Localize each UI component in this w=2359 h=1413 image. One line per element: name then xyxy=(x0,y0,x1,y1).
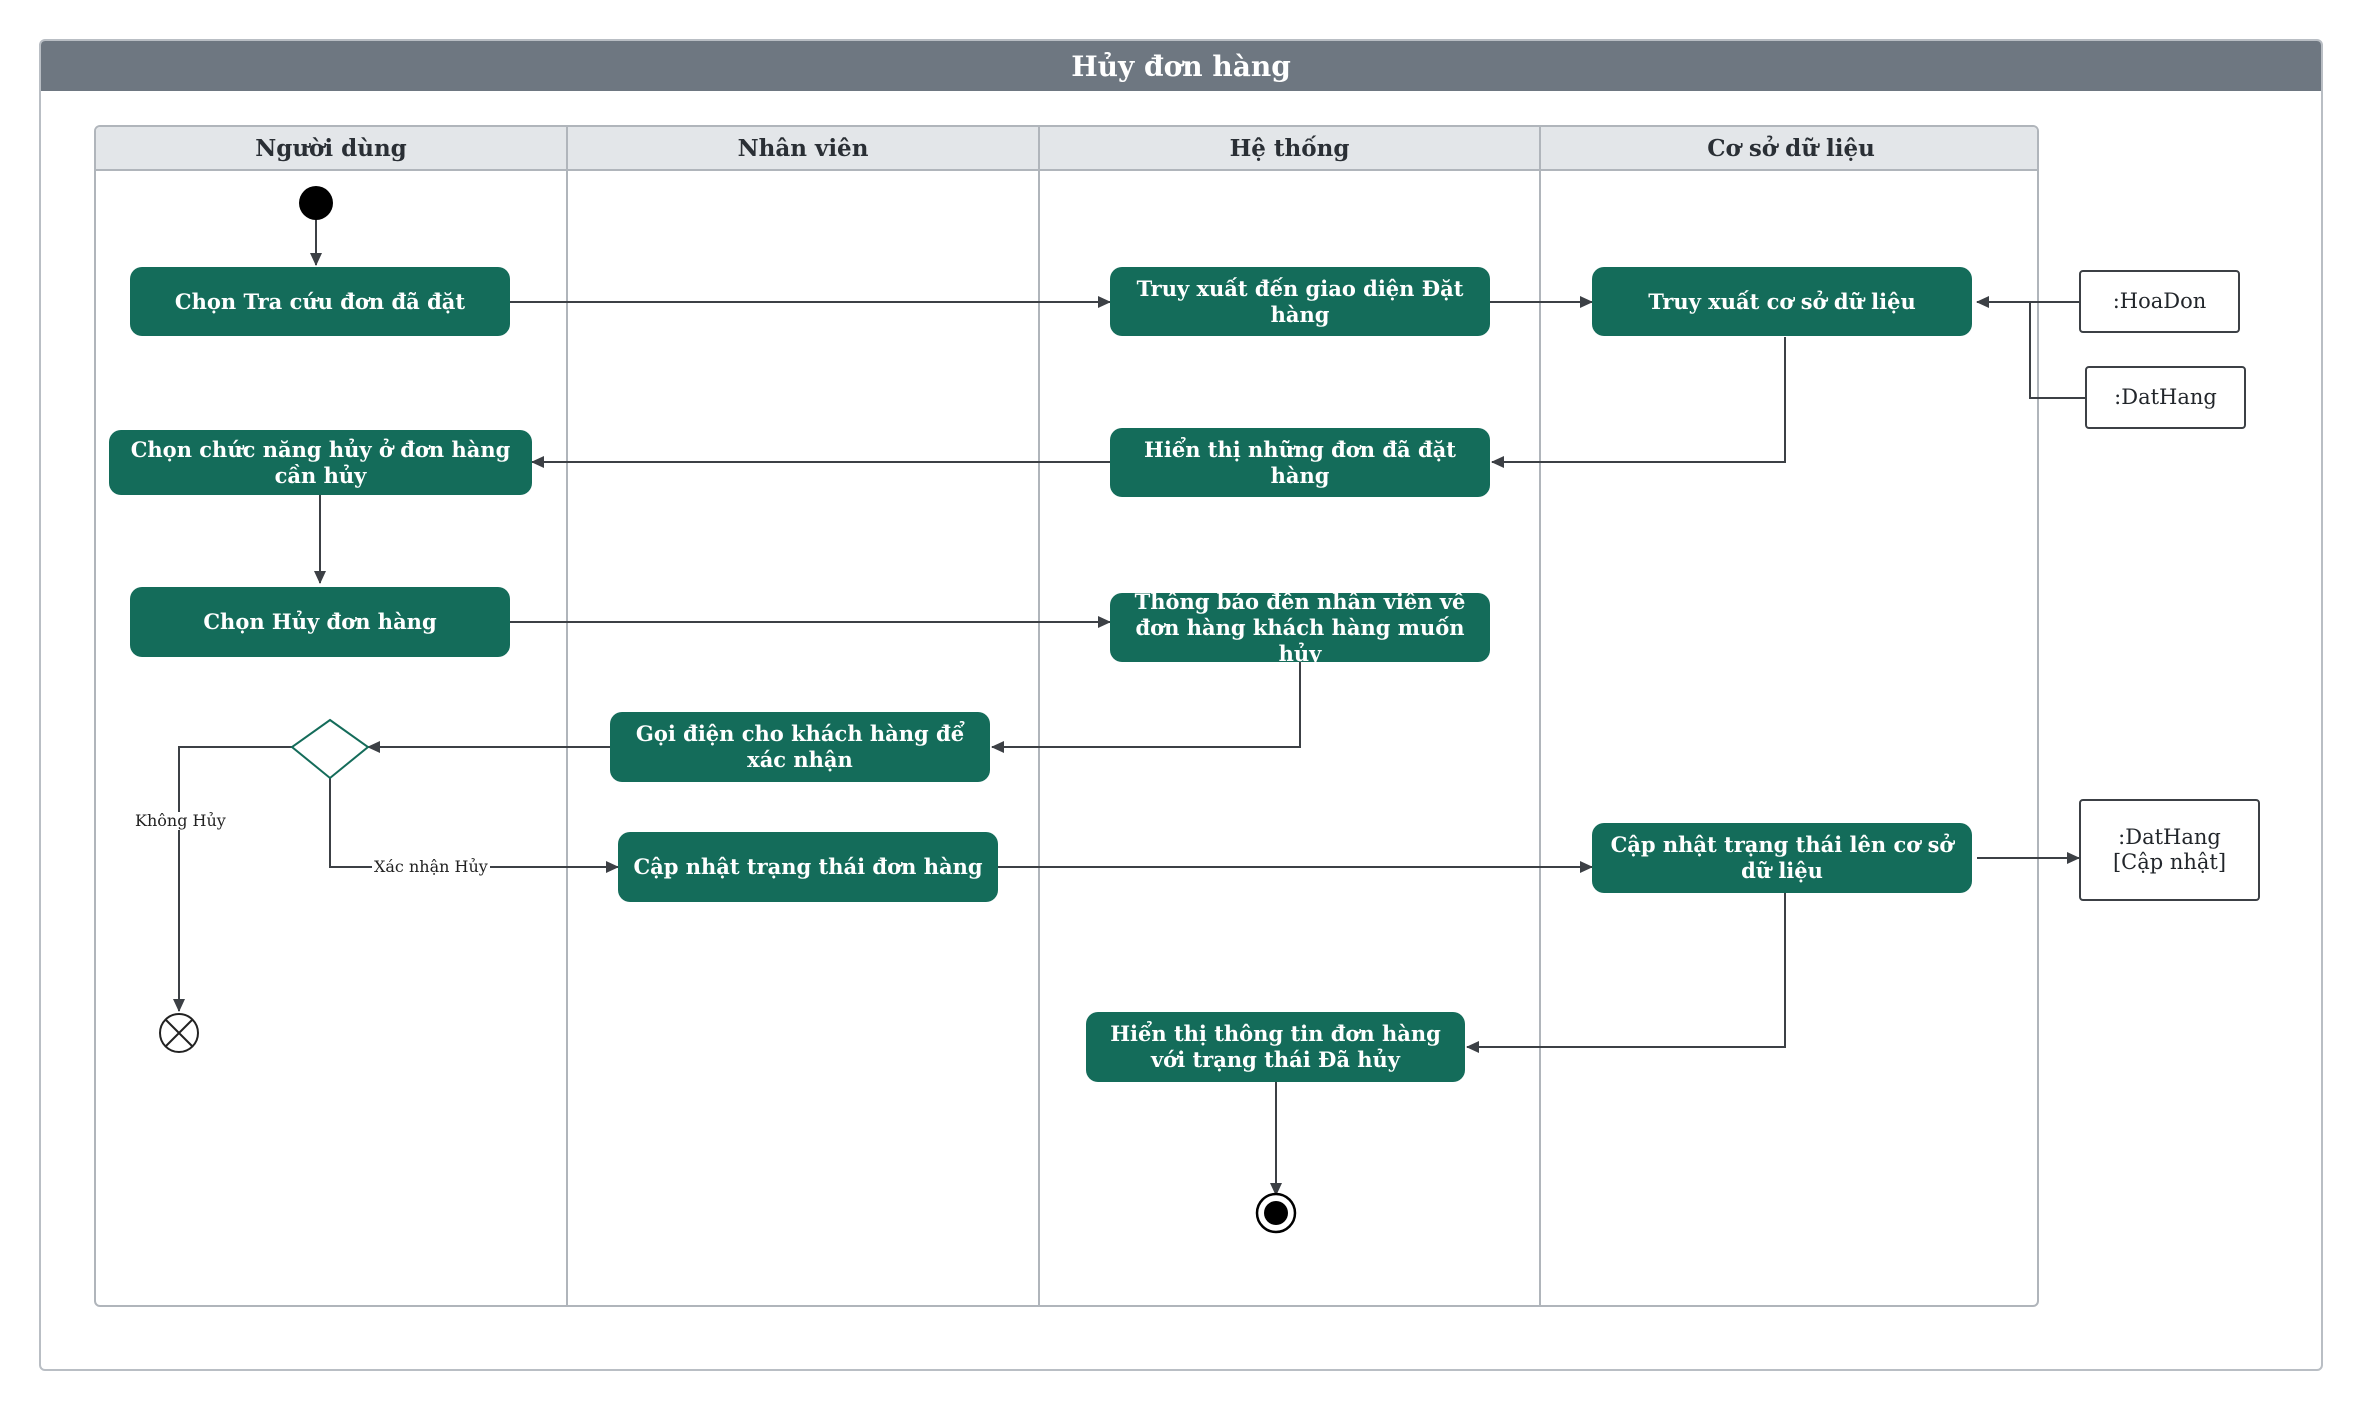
lane-header-he-thong: Hệ thống xyxy=(1040,127,1539,171)
guard-xac-nhan-huy: Xác nhận Hủy xyxy=(372,857,490,876)
initial-node xyxy=(299,186,333,220)
lane-header-nhan-vien: Nhân viên xyxy=(568,127,1038,171)
object-hoadon: :HoaDon xyxy=(2079,270,2240,333)
action-thong-bao-nhan-vien: Thông báo đến nhân viên về đơn hàng khác… xyxy=(1110,589,1490,666)
action-chon-chuc-nang-huy: Chọn chức năng hủy ở đơn hàng cần hủy xyxy=(109,430,532,495)
object-dathang-cap-nhat: :DatHang [Cập nhật] xyxy=(2079,799,2260,901)
lane-header-nguoi-dung: Người dùng xyxy=(96,127,566,171)
edge-decision-to-flowfinal xyxy=(173,746,292,1012)
flow-final-node xyxy=(159,1013,199,1053)
decision-node xyxy=(290,718,370,780)
action-chon-tra-cuu: Chọn Tra cứu đơn đã đặt xyxy=(130,267,510,336)
object-dathang-cap-nhat-name: :DatHang xyxy=(2118,825,2221,849)
action-truy-xuat-giao-dien: Truy xuất đến giao diện Đặt hàng xyxy=(1110,267,1490,336)
lane-co-so-du-lieu: Cơ sở dữ liệu xyxy=(1541,127,2037,1305)
edge-decision-to-a9 xyxy=(329,778,619,873)
edge-a7-to-a8 xyxy=(991,662,1301,753)
edge-a3-to-a4 xyxy=(1491,337,1786,468)
action-cap-nhat-csdl: Cập nhật trạng thái lên cơ sở dữ liệu xyxy=(1592,823,1972,893)
action-hien-thi-da-huy: Hiển thị thông tin đơn hàng với trạng th… xyxy=(1086,1012,1465,1082)
lane-nhan-vien: Nhân viên xyxy=(568,127,1040,1305)
diagram-title: Hủy đơn hàng xyxy=(41,41,2321,91)
object-dathang-cap-nhat-state: [Cập nhật] xyxy=(2112,850,2227,874)
activity-final-node xyxy=(1255,1192,1297,1234)
edge-dathang-to-a3 xyxy=(2029,302,2085,399)
object-dathang: :DatHang xyxy=(2085,366,2246,429)
action-goi-dien-xac-nhan: Gọi điện cho khách hàng để xác nhận xyxy=(610,712,990,782)
action-cap-nhat-trang-thai: Cập nhật trạng thái đơn hàng xyxy=(618,832,998,902)
lane-header-co-so-du-lieu: Cơ sở dữ liệu xyxy=(1541,127,2037,171)
action-hien-thi-don-da-dat: Hiển thị những đơn đã đặt hàng xyxy=(1110,428,1490,497)
action-chon-huy-don-hang: Chọn Hủy đơn hàng xyxy=(130,587,510,657)
edge-a10-to-a11 xyxy=(1466,893,1786,1053)
lane-he-thong: Hệ thống xyxy=(1040,127,1541,1305)
guard-khong-huy: Không Hủy xyxy=(133,811,228,830)
action-truy-xuat-csdl: Truy xuất cơ sở dữ liệu xyxy=(1592,267,1972,336)
lane-nguoi-dung: Người dùng xyxy=(96,127,568,1305)
